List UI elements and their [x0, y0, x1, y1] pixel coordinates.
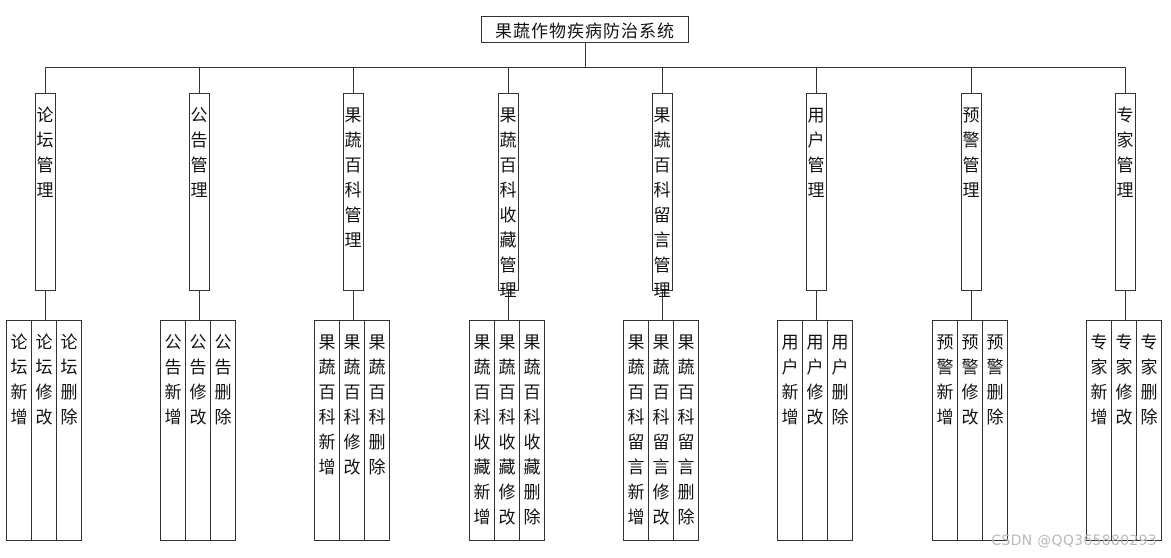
watermark: CSDN @QQ365880293 [991, 533, 1157, 549]
vertical-label: 预警删除 [986, 333, 1004, 428]
child-node: 果蔬百科新增 [314, 320, 340, 541]
root-node: 果蔬作物疾病防治系统 [481, 16, 689, 43]
module-node: 果蔬百科留言管理 [651, 93, 673, 301]
vertical-label: 果蔬百科管理 [344, 106, 362, 251]
child-node: 果蔬百科留言修改 [648, 320, 674, 541]
module-node: 预警管理 [960, 93, 982, 291]
vertical-label: 果蔬百科修改 [343, 333, 361, 478]
vertical-label: 用户删除 [831, 333, 849, 428]
child-node: 用户修改 [802, 320, 828, 541]
vertical-label: 果蔬百科留言修改 [652, 333, 670, 528]
child-node: 论坛删除 [56, 320, 82, 541]
vertical-label: 用户新增 [781, 333, 799, 428]
vertical-label: 专家管理 [1116, 106, 1134, 201]
vertical-label: 论坛删除 [60, 333, 78, 428]
child-node: 果蔬百科删除 [364, 320, 390, 541]
vertical-label: 公告新增 [164, 333, 182, 428]
child-node: 公告删除 [210, 320, 236, 541]
vertical-label: 果蔬百科删除 [368, 333, 386, 478]
vertical-label: 果蔬百科新增 [318, 333, 336, 478]
child-node: 果蔬百科收藏新增 [469, 320, 495, 541]
vertical-label: 预警新增 [936, 333, 954, 428]
vertical-label: 公告修改 [189, 333, 207, 428]
vertical-label: 果蔬百科留言新增 [627, 333, 645, 528]
vertical-label: 专家新增 [1090, 333, 1108, 428]
module-node: 果蔬百科收藏管理 [497, 93, 519, 301]
child-node: 论坛修改 [31, 320, 57, 541]
child-node: 用户删除 [827, 320, 853, 541]
child-node: 专家新增 [1086, 320, 1112, 541]
vertical-label: 果蔬百科收藏新增 [473, 333, 491, 528]
module-node: 论坛管理 [34, 93, 56, 291]
child-node: 果蔬百科留言新增 [623, 320, 649, 541]
child-node: 公告新增 [160, 320, 186, 541]
vertical-label: 果蔬百科收藏修改 [498, 333, 516, 528]
vertical-label: 用户修改 [806, 333, 824, 428]
vertical-label: 果蔬百科留言删除 [677, 333, 695, 528]
vertical-label: 公告删除 [214, 333, 232, 428]
module-node: 专家管理 [1114, 93, 1136, 291]
vertical-label: 专家修改 [1115, 333, 1133, 428]
vertical-label: 果蔬百科收藏删除 [523, 333, 541, 528]
root-node-label: 果蔬作物疾病防治系统 [495, 22, 675, 42]
child-node: 预警修改 [957, 320, 983, 541]
child-node: 预警新增 [932, 320, 958, 541]
vertical-label: 用户管理 [807, 106, 825, 201]
child-node: 专家删除 [1136, 320, 1162, 541]
child-node: 论坛新增 [6, 320, 32, 541]
module-node: 果蔬百科管理 [342, 93, 364, 291]
child-node: 预警删除 [982, 320, 1008, 541]
child-node: 果蔬百科留言删除 [673, 320, 699, 541]
vertical-label: 果蔬百科留言管理 [653, 106, 671, 301]
vertical-label: 论坛管理 [36, 106, 54, 201]
vertical-label: 果蔬百科收藏管理 [499, 106, 517, 301]
vertical-label: 预警修改 [961, 333, 979, 428]
child-node: 果蔬百科修改 [339, 320, 365, 541]
vertical-label: 论坛修改 [35, 333, 53, 428]
vertical-label: 公告管理 [190, 106, 208, 201]
child-node: 果蔬百科收藏修改 [494, 320, 520, 541]
child-node: 果蔬百科收藏删除 [519, 320, 545, 541]
child-node: 用户新增 [777, 320, 803, 541]
vertical-label: 专家删除 [1140, 333, 1158, 428]
child-node: 公告修改 [185, 320, 211, 541]
vertical-label: 论坛新增 [10, 333, 28, 428]
module-node: 用户管理 [805, 93, 827, 291]
module-node: 公告管理 [188, 93, 210, 291]
child-node: 专家修改 [1111, 320, 1137, 541]
vertical-label: 预警管理 [962, 106, 980, 201]
